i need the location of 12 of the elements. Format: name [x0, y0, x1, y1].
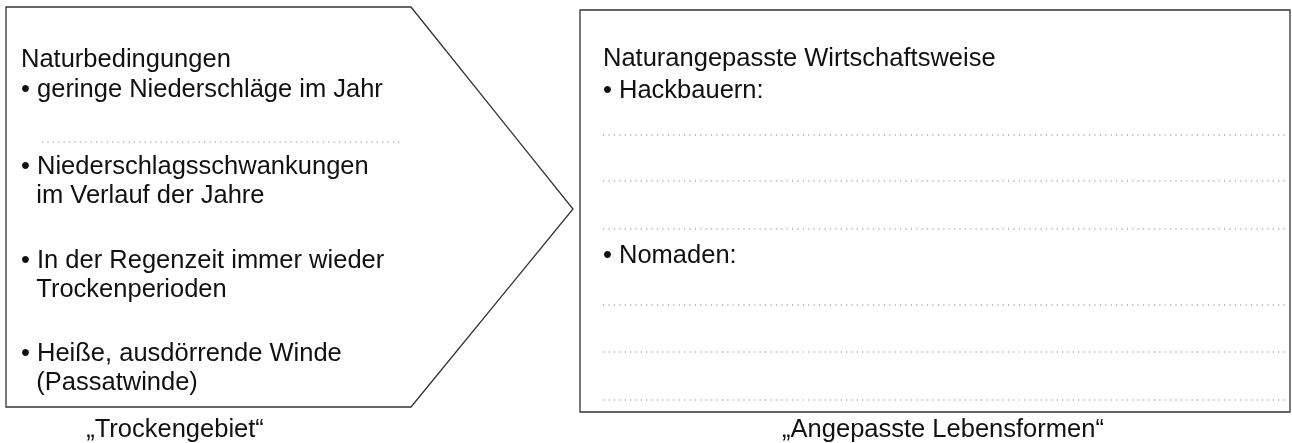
panel-heading: Naturbedingungen	[21, 44, 232, 73]
bullet-item: • In der Regenzeit immer wieder Trockenperioden	[21, 245, 386, 303]
panel-caption: „Trockengebiet“	[85, 415, 265, 441]
bullet-item: • geringe Niederschläge im Jahr	[21, 74, 384, 103]
panel-heading: Naturangepasste Wirtschaftsweise	[603, 43, 997, 72]
bullet-item: • Heiße, ausdörrende Winde (Passatwinde)	[21, 338, 343, 396]
bullet-item: • Hackbauern:	[603, 75, 765, 104]
arrow-pentagon-panel	[6, 7, 573, 407]
bullet-item: • Niederschlagsschwankungen im Verlauf der Jahre	[21, 151, 370, 209]
panel-caption: „Angepasste Lebensformen“	[781, 415, 1105, 441]
text-panel	[580, 10, 1290, 412]
bullet-item: • Nomaden:	[603, 240, 738, 269]
